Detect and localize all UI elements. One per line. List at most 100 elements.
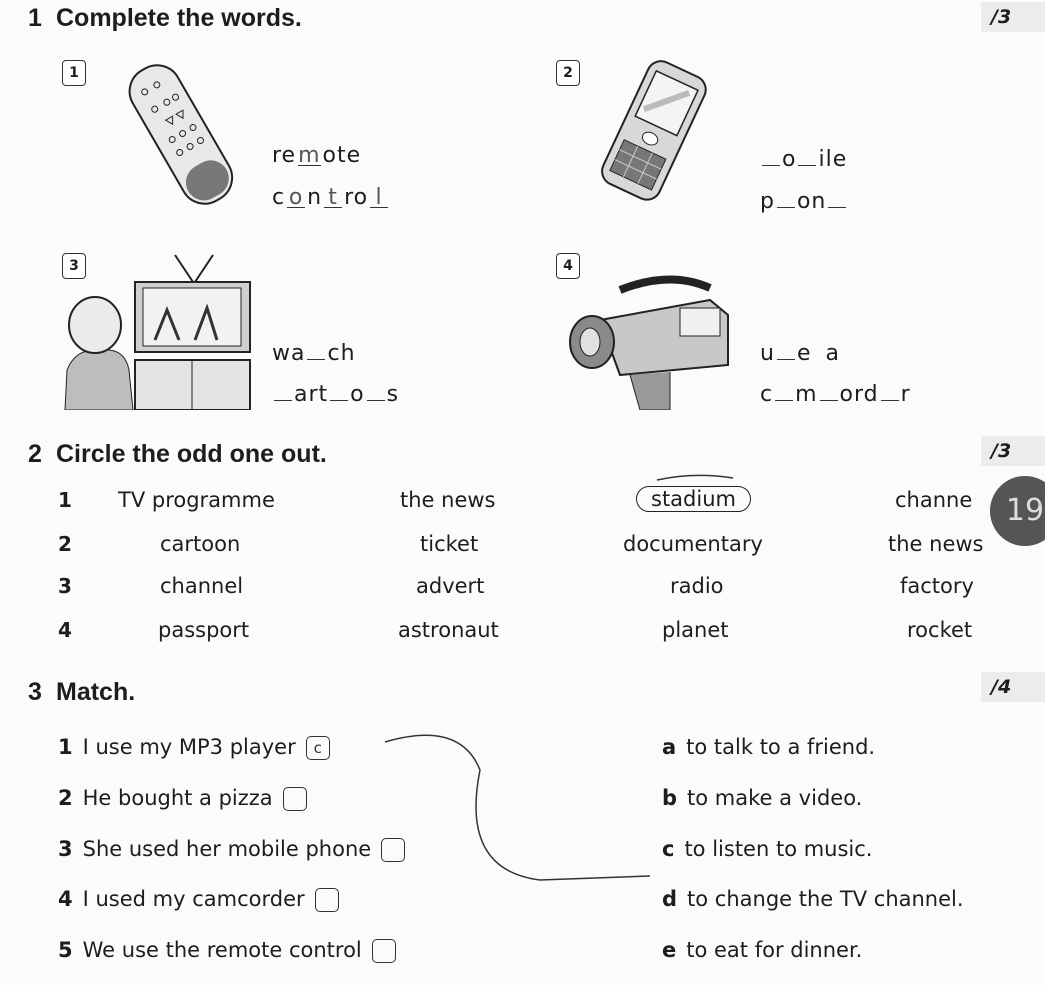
match-right-e: e to eat for dinner. <box>662 938 862 962</box>
word-1-line-1: remote <box>272 143 361 168</box>
mobile-phone-icon <box>601 60 707 201</box>
blank[interactable] <box>366 378 385 401</box>
match-left-5: 5 We use the remote control <box>58 938 396 963</box>
match-left-2: 2 He bought a pizza <box>58 786 307 811</box>
item-number: 5 <box>58 938 73 962</box>
odd-word-circled[interactable]: stadium <box>636 486 751 512</box>
match-line <box>384 734 651 881</box>
blank[interactable] <box>330 378 349 401</box>
television-icon <box>64 254 251 410</box>
odd-word[interactable]: documentary <box>623 532 763 556</box>
circle-stroke <box>656 474 734 481</box>
row-number: 4 <box>58 618 72 642</box>
odd-row-1: 1 <box>58 488 72 512</box>
blank[interactable]: t <box>324 185 343 210</box>
blank[interactable] <box>274 378 292 401</box>
letters: ord <box>839 382 879 407</box>
blank[interactable] <box>775 378 794 401</box>
odd-word[interactable]: rocket <box>907 618 973 642</box>
odd-word[interactable]: radio <box>670 574 724 598</box>
blank[interactable] <box>776 185 795 208</box>
odd-word[interactable]: factory <box>900 574 974 598</box>
section-2-score: /3 <box>981 436 1045 466</box>
blank[interactable]: l <box>370 185 389 210</box>
letters: p <box>760 189 775 214</box>
odd-word[interactable]: cartoon <box>160 532 241 556</box>
answer-box[interactable] <box>314 888 339 912</box>
section-title: Complete the words. <box>56 4 302 32</box>
section-title: Circle the odd one out. <box>56 440 327 468</box>
answer-box[interactable] <box>381 838 406 862</box>
odd-word[interactable]: planet <box>662 618 729 642</box>
option-text: to eat for dinner. <box>686 938 863 962</box>
option-text: to listen to music. <box>684 837 873 861</box>
blank[interactable] <box>828 185 847 208</box>
match-text: He bought a pizza <box>82 786 273 810</box>
item-number: 4 <box>58 887 73 911</box>
letters: ch <box>327 341 356 366</box>
item-number: 2 <box>58 786 73 810</box>
letters: ile <box>818 147 848 172</box>
odd-word[interactable]: channel <box>160 574 244 598</box>
match-left-1: 1 I use my MP3 player c <box>58 735 330 760</box>
item-number: 1 <box>58 735 73 759</box>
option-text: to change the TV channel. <box>687 887 964 911</box>
odd-word[interactable]: astronaut <box>398 618 499 642</box>
option-letter: e <box>662 938 677 962</box>
letters: ro <box>344 185 369 210</box>
match-text: We use the remote control <box>82 938 362 962</box>
option-letter: a <box>662 735 677 759</box>
section-number: 2 <box>28 440 42 468</box>
letters: ote <box>322 143 362 168</box>
option-letter: d <box>662 887 678 911</box>
letters: re <box>272 143 297 168</box>
row-number: 1 <box>58 488 72 512</box>
odd-word[interactable]: TV programme <box>118 488 275 512</box>
odd-word[interactable]: passport <box>158 618 250 642</box>
blank[interactable]: m <box>298 143 321 168</box>
letters: c <box>272 185 286 210</box>
item-number: 1 <box>62 60 86 86</box>
odd-word[interactable]: the news <box>888 532 984 556</box>
match-text: I use my MP3 player <box>82 735 296 759</box>
blank[interactable] <box>819 378 838 401</box>
blank[interactable] <box>798 143 817 166</box>
letters: art <box>294 382 329 407</box>
blank[interactable]: o <box>287 185 306 210</box>
odd-word[interactable]: the news <box>400 488 496 512</box>
answer-box[interactable] <box>371 939 396 963</box>
letters: o <box>350 382 365 407</box>
option-letter: b <box>662 786 678 810</box>
match-right-d: d to change the TV channel. <box>662 887 964 911</box>
blank[interactable] <box>880 378 899 401</box>
match-right-a: a to talk to a friend. <box>662 735 875 759</box>
odd-word[interactable]: ticket <box>420 532 479 556</box>
item-number: 4 <box>556 253 580 279</box>
odd-word[interactable]: channe <box>895 488 973 512</box>
blank[interactable] <box>307 337 326 360</box>
section-number: 3 <box>28 678 42 706</box>
answer-box[interactable]: c <box>305 736 330 760</box>
letters: r <box>900 382 911 407</box>
item-number: 3 <box>58 837 73 861</box>
answer-box[interactable] <box>282 787 307 811</box>
section-1-score: /3 <box>981 2 1045 32</box>
odd-word[interactable]: advert <box>416 574 485 598</box>
section-3-score: /4 <box>981 672 1045 702</box>
odd-row-2: 2 <box>58 532 72 556</box>
option-text: to talk to a friend. <box>686 735 876 759</box>
blank[interactable] <box>776 337 795 360</box>
blank[interactable] <box>762 143 780 166</box>
remote-control-icon <box>128 64 234 205</box>
camcorder-icon <box>569 275 729 410</box>
page-number-badge: 19 <box>990 476 1045 546</box>
